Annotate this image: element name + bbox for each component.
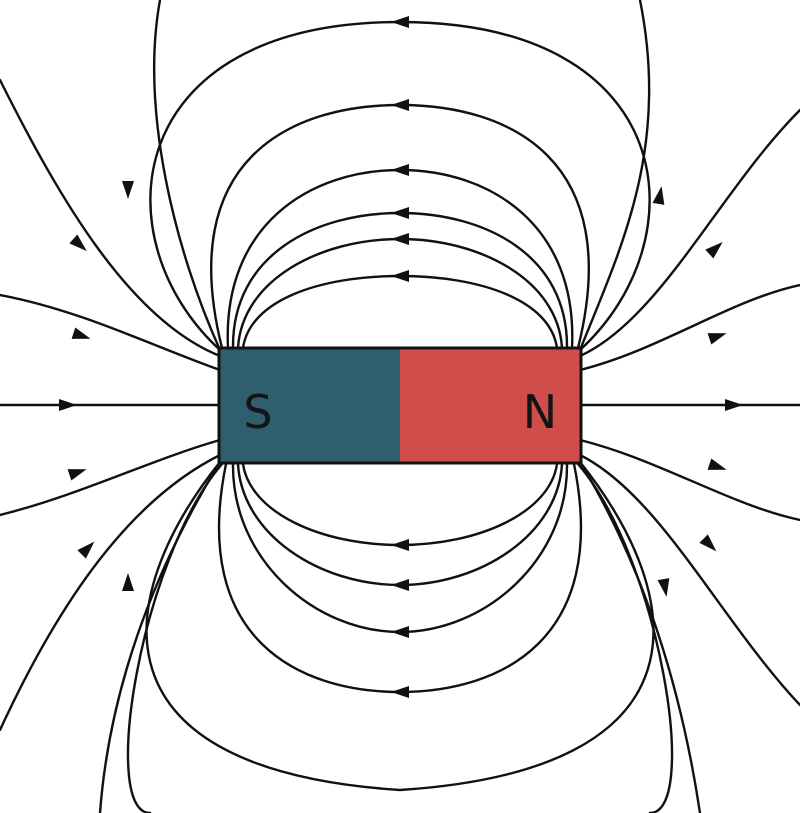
arrow-icon: [391, 539, 409, 551]
field-line: [153, 0, 222, 352]
field-line: [241, 274, 559, 350]
arrow-icon: [71, 327, 91, 339]
arrow-icon: [707, 333, 727, 345]
arrow-icon: [391, 164, 409, 176]
field-line: [578, 283, 800, 372]
north-pole-label: N: [523, 385, 557, 439]
arrow-icon: [657, 578, 670, 597]
south-pole: [219, 348, 400, 463]
field-line: [126, 462, 674, 813]
field-line: [226, 168, 574, 350]
arrow-icon: [705, 241, 723, 259]
arrow-icon: [67, 469, 87, 481]
field-line: [149, 20, 651, 352]
arrow-icon: [122, 181, 134, 199]
field-line: [236, 462, 564, 587]
arrow-icon: [707, 458, 727, 470]
arrow-icon: [391, 99, 409, 111]
field-line: [98, 460, 222, 813]
arrow-icon: [122, 573, 134, 591]
magnet-outline: [217, 346, 583, 465]
field-line: [578, 460, 702, 813]
field-line: [231, 211, 569, 350]
field-arrows: [59, 16, 743, 698]
arrow-icon: [725, 399, 743, 411]
arrow-icon: [391, 16, 409, 28]
field-line: [0, 293, 222, 372]
arrow-icon: [391, 270, 409, 282]
field-line: [578, 453, 800, 707]
arrow-icon: [77, 541, 95, 559]
field-line: [145, 460, 655, 792]
field-line: [0, 453, 222, 732]
arrow-icon: [699, 534, 717, 552]
field-line: [578, 0, 651, 352]
field-line: [210, 103, 590, 350]
field-line: [578, 438, 800, 522]
bar-magnet: S N: [217, 346, 583, 465]
arrow-icon: [391, 579, 409, 591]
arrow-icon: [69, 234, 87, 252]
north-pole: [400, 348, 581, 463]
field-line: [236, 237, 564, 350]
arrow-icon: [652, 186, 665, 205]
field-line: [0, 438, 222, 517]
field-line: [217, 462, 583, 694]
field-line: [241, 462, 559, 547]
arrow-icon: [391, 207, 409, 219]
field-line: [578, 108, 800, 358]
arrow-icon: [391, 686, 409, 698]
field-line: [0, 78, 222, 358]
arrow-icon: [391, 626, 409, 638]
arrow-icon: [391, 233, 409, 245]
arrow-icon: [59, 399, 77, 411]
south-pole-label: S: [243, 385, 272, 439]
